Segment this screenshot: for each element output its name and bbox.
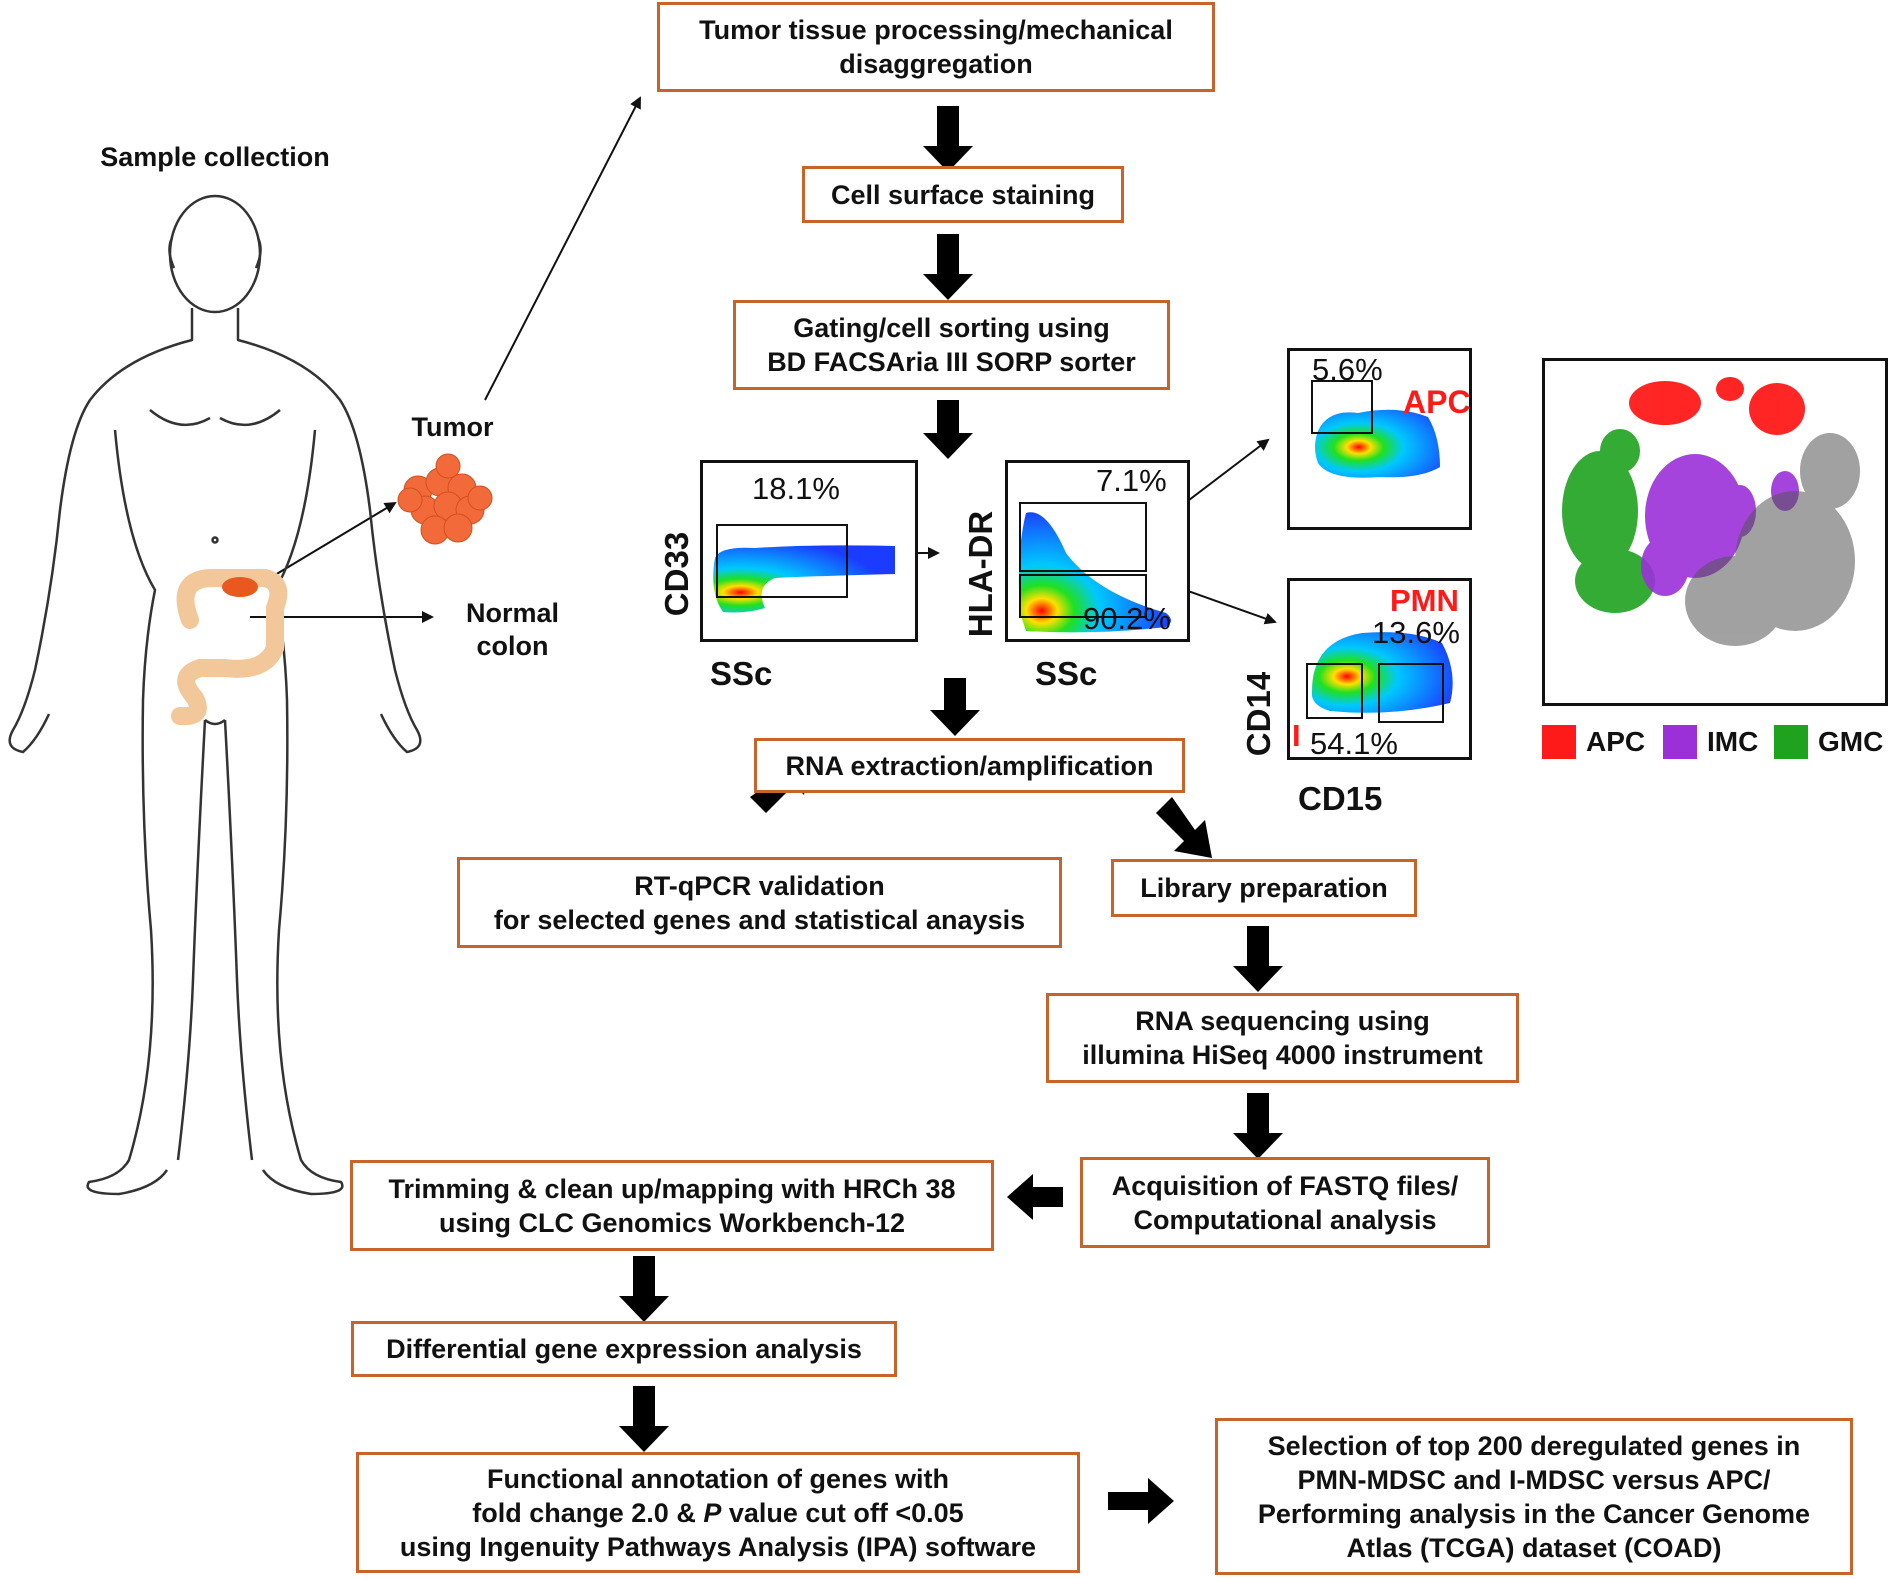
flow-plot-pmn <box>1287 578 1472 760</box>
step-text: using CLC Genomics Workbench-12 <box>438 1207 906 1238</box>
tsne-cluster-apc <box>1629 377 1805 435</box>
step-text: Functional annotation of genes with <box>487 1463 949 1494</box>
population-label-apc: APC <box>1403 384 1471 420</box>
tsne-scatter <box>1562 377 1860 646</box>
legend-apc: APC <box>1542 725 1645 759</box>
legend-gmc: GMC <box>1774 725 1883 759</box>
legend-label-gmc: GMC <box>1818 726 1884 757</box>
normal-colon-line2: colon <box>476 631 549 661</box>
gate-hladr-low <box>1019 574 1147 618</box>
flow-plot-cd33-density <box>713 524 895 613</box>
block-arrow-diag-right <box>1156 797 1212 858</box>
step-text: PMN-MDSC and I-MDSC versus APC/ <box>1297 1464 1771 1495</box>
x-axis-ssc-2: SSc <box>1035 655 1098 692</box>
gate-pmn-left <box>1306 663 1363 719</box>
tsne-plot <box>1542 358 1888 706</box>
step-text: Gating/cell sorting using <box>793 313 1110 343</box>
step-text: Acquisition of FASTQ files/ <box>1111 1170 1459 1201</box>
normal-colon-line1: Normal <box>465 598 560 628</box>
gate-pct-pmn-left: 54.1% <box>1310 726 1398 761</box>
step-cell-surface-staining: Cell surface staining <box>802 166 1124 223</box>
gate-hladr-high <box>1019 502 1147 572</box>
legend-swatch-gmc <box>1774 725 1808 759</box>
gate-apc <box>1311 380 1373 434</box>
y-axis-cd14: CD14 <box>1240 671 1277 757</box>
tumor-label: Tumor <box>411 412 494 442</box>
step-gating-sorting: Gating/cell sorting using BD FACSAria III… <box>733 300 1170 390</box>
block-arrow-8 <box>619 1386 669 1452</box>
step-fastq-acquisition: Acquisition of FASTQ files/Computational… <box>1080 1157 1490 1248</box>
legend-swatch-imc <box>1663 725 1697 759</box>
gate-pct-hladr-high: 7.1% <box>1096 463 1167 498</box>
tsne-cluster-imc <box>1641 454 1799 596</box>
legend-label-apc: APC <box>1586 726 1646 757</box>
step-rna-sequencing: RNA sequencing using illumina HiSeq 4000 … <box>1046 993 1519 1083</box>
block-arrow-3 <box>923 400 973 459</box>
y-axis-hladr: HLA-DR <box>962 510 999 638</box>
step-tumor-processing: Tumor tissue processing/mechanical disagg… <box>657 2 1215 92</box>
gate-pct-pmn-right: 13.6% <box>1372 615 1460 650</box>
gate-pct-cd33: 18.1% <box>752 471 840 506</box>
gate-pct-hladr-low: 90.2% <box>1083 601 1171 636</box>
x-axis-cd15: CD15 <box>1298 780 1383 817</box>
step-text: Tumor tissue processing/mechanical <box>699 15 1173 45</box>
arrow-to-tumor <box>249 501 397 591</box>
step-text: BD FACSAria III SORP sorter <box>767 347 1136 377</box>
block-arrow-4 <box>930 678 980 736</box>
step-text: illumina HiSeq 4000 instrument <box>1082 1040 1483 1070</box>
p-value-italic: P <box>703 1497 722 1528</box>
step-text: Differential gene expression analysis <box>386 1334 862 1364</box>
x-axis-ssc-1: SSc <box>710 655 773 692</box>
block-arrow-right <box>1108 1478 1174 1524</box>
step-text: Performing analysis in the Cancer Genome <box>1257 1498 1811 1529</box>
step-differential-expression: Differential gene expression analysis <box>351 1321 897 1377</box>
step-trimming-mapping: Trimming & clean up/mapping with HRCh 38… <box>350 1160 994 1251</box>
step-rna-extraction: RNA extraction/amplification <box>754 738 1185 793</box>
step-text: for selected genes and statistical anays… <box>493 904 1026 935</box>
block-arrow-5 <box>1233 926 1283 992</box>
legend-imc: IMC <box>1663 725 1758 759</box>
gate-pct-apc: 5.6% <box>1312 352 1383 387</box>
step-text: Atlas (TCGA) dataset (COAD) <box>1346 1532 1722 1563</box>
step-text: Computational analysis <box>1133 1204 1437 1235</box>
legend-label-imc: IMC <box>1707 726 1759 757</box>
step-functional-annotation: Functional annotation of genes with fold… <box>356 1452 1080 1573</box>
block-arrow-6 <box>1233 1093 1283 1159</box>
step-text: Library preparation <box>1140 873 1388 903</box>
step-text: disaggregation <box>839 49 1033 79</box>
normal-colon-label: Normal colon <box>445 597 580 663</box>
step-text: Trimming & clean up/mapping with HRCh 38 <box>388 1173 956 1204</box>
legend-swatch-apc <box>1542 725 1576 759</box>
block-arrow-7 <box>619 1256 669 1322</box>
y-axis-cd33: CD33 <box>658 531 695 617</box>
flow-plot-cd33 <box>700 460 918 642</box>
population-label-pmn: PMN <box>1390 583 1459 618</box>
step-text: RNA sequencing using <box>1135 1006 1430 1036</box>
step-text: fold change 2.0 & P value cut off <0.05 <box>472 1497 964 1528</box>
block-arrow-1 <box>923 106 973 172</box>
flow-plot-hladr <box>1005 460 1190 642</box>
gate-cd33 <box>716 524 848 598</box>
block-arrow-2 <box>923 234 973 300</box>
sample-collection-title: Sample collection <box>100 142 330 172</box>
step-text: Selection of top 200 deregulated genes i… <box>1267 1430 1801 1461</box>
step-text: RNA extraction/amplification <box>785 750 1154 781</box>
block-arrow-left <box>1007 1174 1063 1220</box>
step-text: using Ingenuity Pathways Analysis (IPA) … <box>399 1531 1037 1562</box>
step-selection-tcga: Selection of top 200 deregulated genes i… <box>1215 1418 1853 1575</box>
flow-plot-pmn-density <box>1306 632 1453 723</box>
tsne-cluster-gmc <box>1562 429 1655 613</box>
flow-plot-apc <box>1287 348 1472 530</box>
flow-plot-apc-density <box>1311 380 1440 478</box>
flow-plot-hladr-density <box>1018 502 1171 633</box>
tsne-cluster-other <box>1685 433 1860 646</box>
gate-pmn-right <box>1378 663 1444 723</box>
step-text: Cell surface staining <box>830 179 1096 210</box>
arrow-to-processing <box>484 96 641 401</box>
step-text: RT-qPCR validation <box>634 870 885 901</box>
step-library-preparation: Library preparation <box>1111 859 1417 917</box>
population-marker-i: I <box>1292 718 1301 753</box>
